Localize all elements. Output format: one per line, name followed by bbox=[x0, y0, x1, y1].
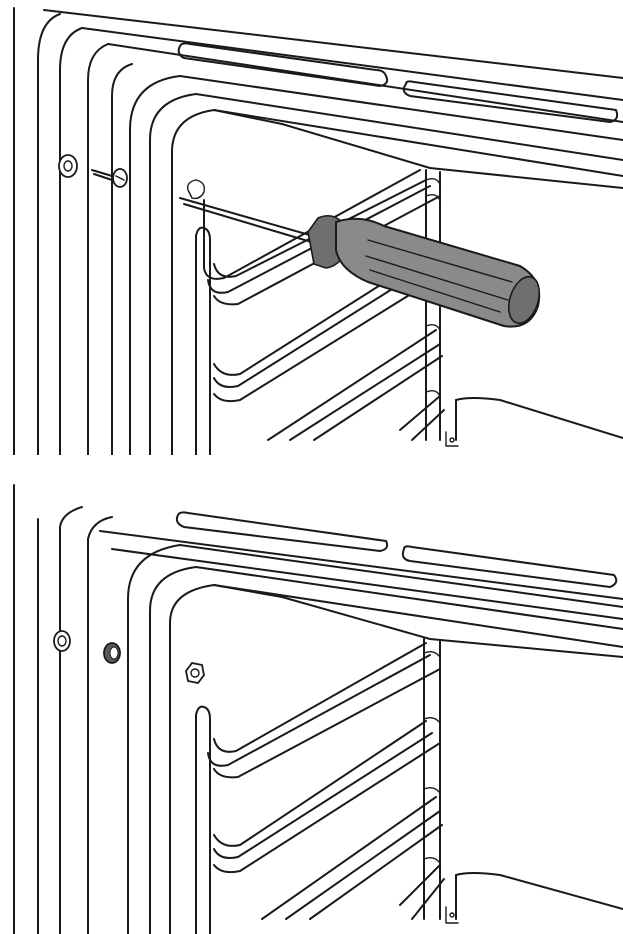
door-frame bbox=[13, 7, 623, 455]
bottom-tray bbox=[445, 872, 623, 924]
oven-racks bbox=[203, 169, 445, 441]
side-rail bbox=[195, 705, 211, 934]
top-vent-slots bbox=[177, 42, 619, 123]
screw-hole-icon bbox=[53, 630, 71, 652]
screw-hole-icon bbox=[58, 154, 78, 178]
oven-racks bbox=[207, 642, 445, 920]
door-frame bbox=[13, 484, 623, 934]
panel-screw-removed bbox=[0, 479, 623, 934]
bottom-tray bbox=[445, 397, 623, 447]
screw-icon bbox=[91, 168, 128, 188]
screwdriver-icon bbox=[179, 197, 541, 328]
cavity-frame bbox=[127, 544, 623, 934]
oven-cavity-drawing-top bbox=[13, 7, 623, 455]
screw-head-icon bbox=[103, 642, 121, 664]
oven-cavity-drawing-bottom bbox=[13, 484, 623, 934]
rail-bolt-icon bbox=[185, 662, 205, 684]
rack-ladder bbox=[423, 638, 441, 920]
top-vent-slots bbox=[175, 511, 618, 588]
cavity-frame bbox=[129, 75, 623, 455]
side-rail bbox=[186, 179, 211, 455]
panel-screw-removal bbox=[0, 0, 623, 455]
